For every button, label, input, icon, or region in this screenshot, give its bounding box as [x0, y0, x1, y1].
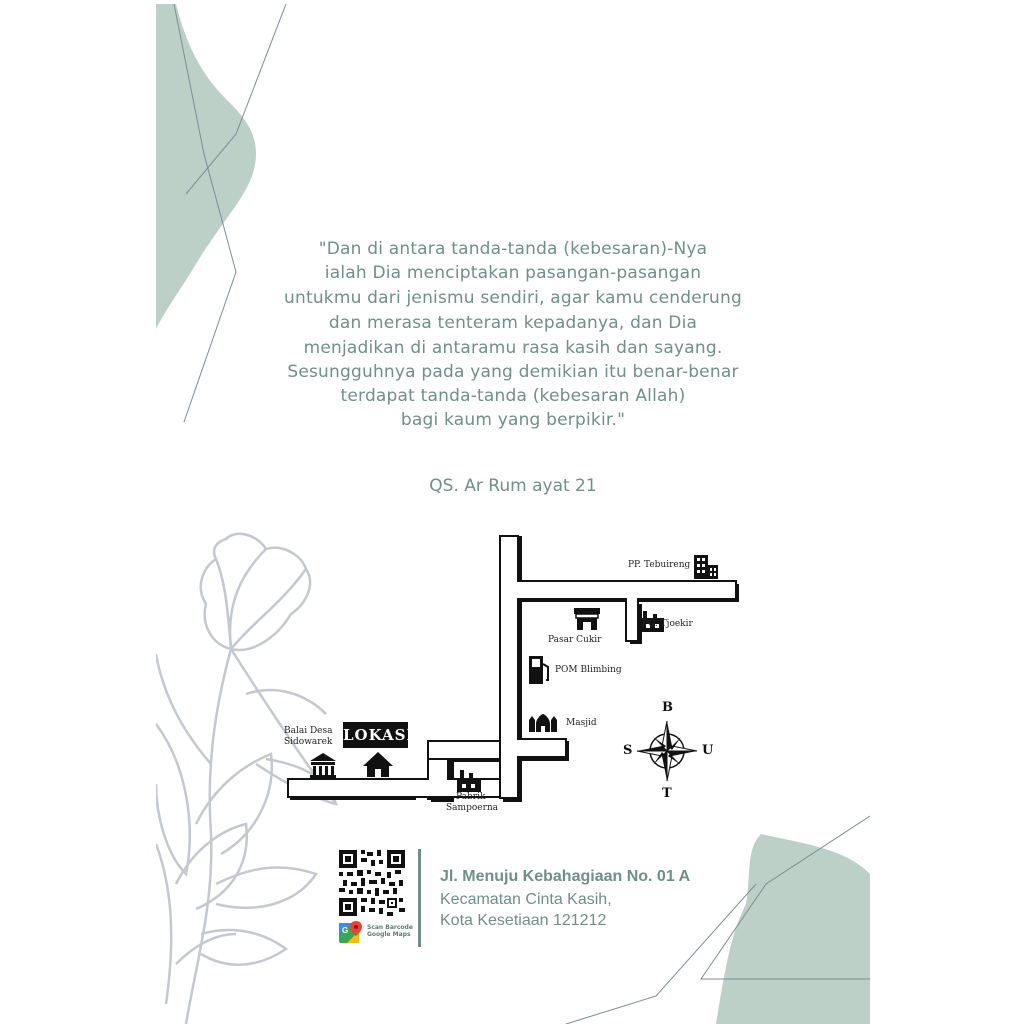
house-icon [363, 752, 393, 777]
landmark-label-pasar: Pasar Cukir [548, 635, 602, 645]
location-map [287, 535, 739, 802]
geometric-line-top [173, 4, 237, 423]
geometric-line-top-2 [185, 4, 287, 195]
leaf-shape-bottom [716, 834, 870, 1024]
quote-citation: QS. Ar Rum ayat 21 [429, 476, 597, 496]
landmark-label-pom: POM Blimbing [555, 665, 622, 675]
landmark-label-masjid: Masjid [566, 718, 597, 728]
landmark-label-balai: Balai Desa [284, 726, 333, 736]
gas-pump-icon [529, 656, 549, 684]
compass-rose-icon [636, 720, 698, 782]
address-line: Kota Kesetiaan 121212 [440, 912, 607, 929]
building-icon [694, 555, 718, 579]
market-icon [574, 608, 600, 630]
map-roads [287, 535, 739, 802]
geometric-line-bottom-2 [565, 883, 757, 1024]
factory-icon [640, 611, 664, 632]
invitation-card: "Dan di antara tanda-tanda (kebesaran)-N… [156, 4, 870, 1024]
landmark-label-pabrik-2: Sampoerna [446, 803, 499, 813]
compass-south: T [662, 786, 672, 801]
scan-caption: Scan Barcode Google Maps [367, 924, 413, 938]
quote-line: "Dan di antara tanda-tanda (kebesaran)-N… [318, 239, 708, 259]
government-building-icon [310, 753, 336, 778]
compass-east: U [702, 743, 714, 758]
quote-line: untukmu dari jenismu sendiri, agar kamu … [284, 288, 742, 308]
landmark-label-tjoekir: PG. Tjoekir [642, 619, 693, 629]
quote-line: bagi kaum yang berpikir." [400, 410, 626, 430]
address-line: Kecamatan Cinta Kasih, [440, 891, 612, 908]
landmark-label-tebuireng: PP. Tebuireng [628, 560, 691, 570]
leaf-shape-top [156, 4, 256, 329]
geometric-line-bottom [700, 815, 870, 980]
address-divider [418, 849, 421, 947]
google-maps-icon: G [339, 921, 362, 943]
quote-line: Sesungguhnya pada yang demikian itu bena… [287, 362, 739, 382]
scan-caption-line: Google Maps [367, 931, 411, 938]
compass-north: B [662, 700, 673, 715]
landmark-label-pabrik: Pabrik [456, 792, 486, 802]
quote-line: menjadikan di antaramu rasa kasih dan sa… [303, 338, 723, 358]
quote-line: ialah Dia menciptakan pasangan-pasangan [324, 263, 702, 283]
compass-west: S [623, 743, 633, 758]
address-title: Jl. Menuju Kebahagiaan No. 01 A [440, 868, 691, 885]
mosque-icon [529, 714, 557, 732]
quote-line: dan merasa tenteram kepadanya, dan Dia [328, 313, 698, 333]
landmark-label-balai-2: Sidowarek [284, 737, 333, 747]
lokasi-tag: LOKASI [343, 722, 414, 748]
qr-code[interactable] [339, 850, 405, 916]
scan-caption-line: Scan Barcode [367, 924, 413, 931]
quote-line: terdapat tanda-tanda (kebesaran Allah) [340, 386, 686, 406]
svg-text:G: G [342, 926, 348, 935]
factory-icon-sampoerna [457, 770, 481, 792]
